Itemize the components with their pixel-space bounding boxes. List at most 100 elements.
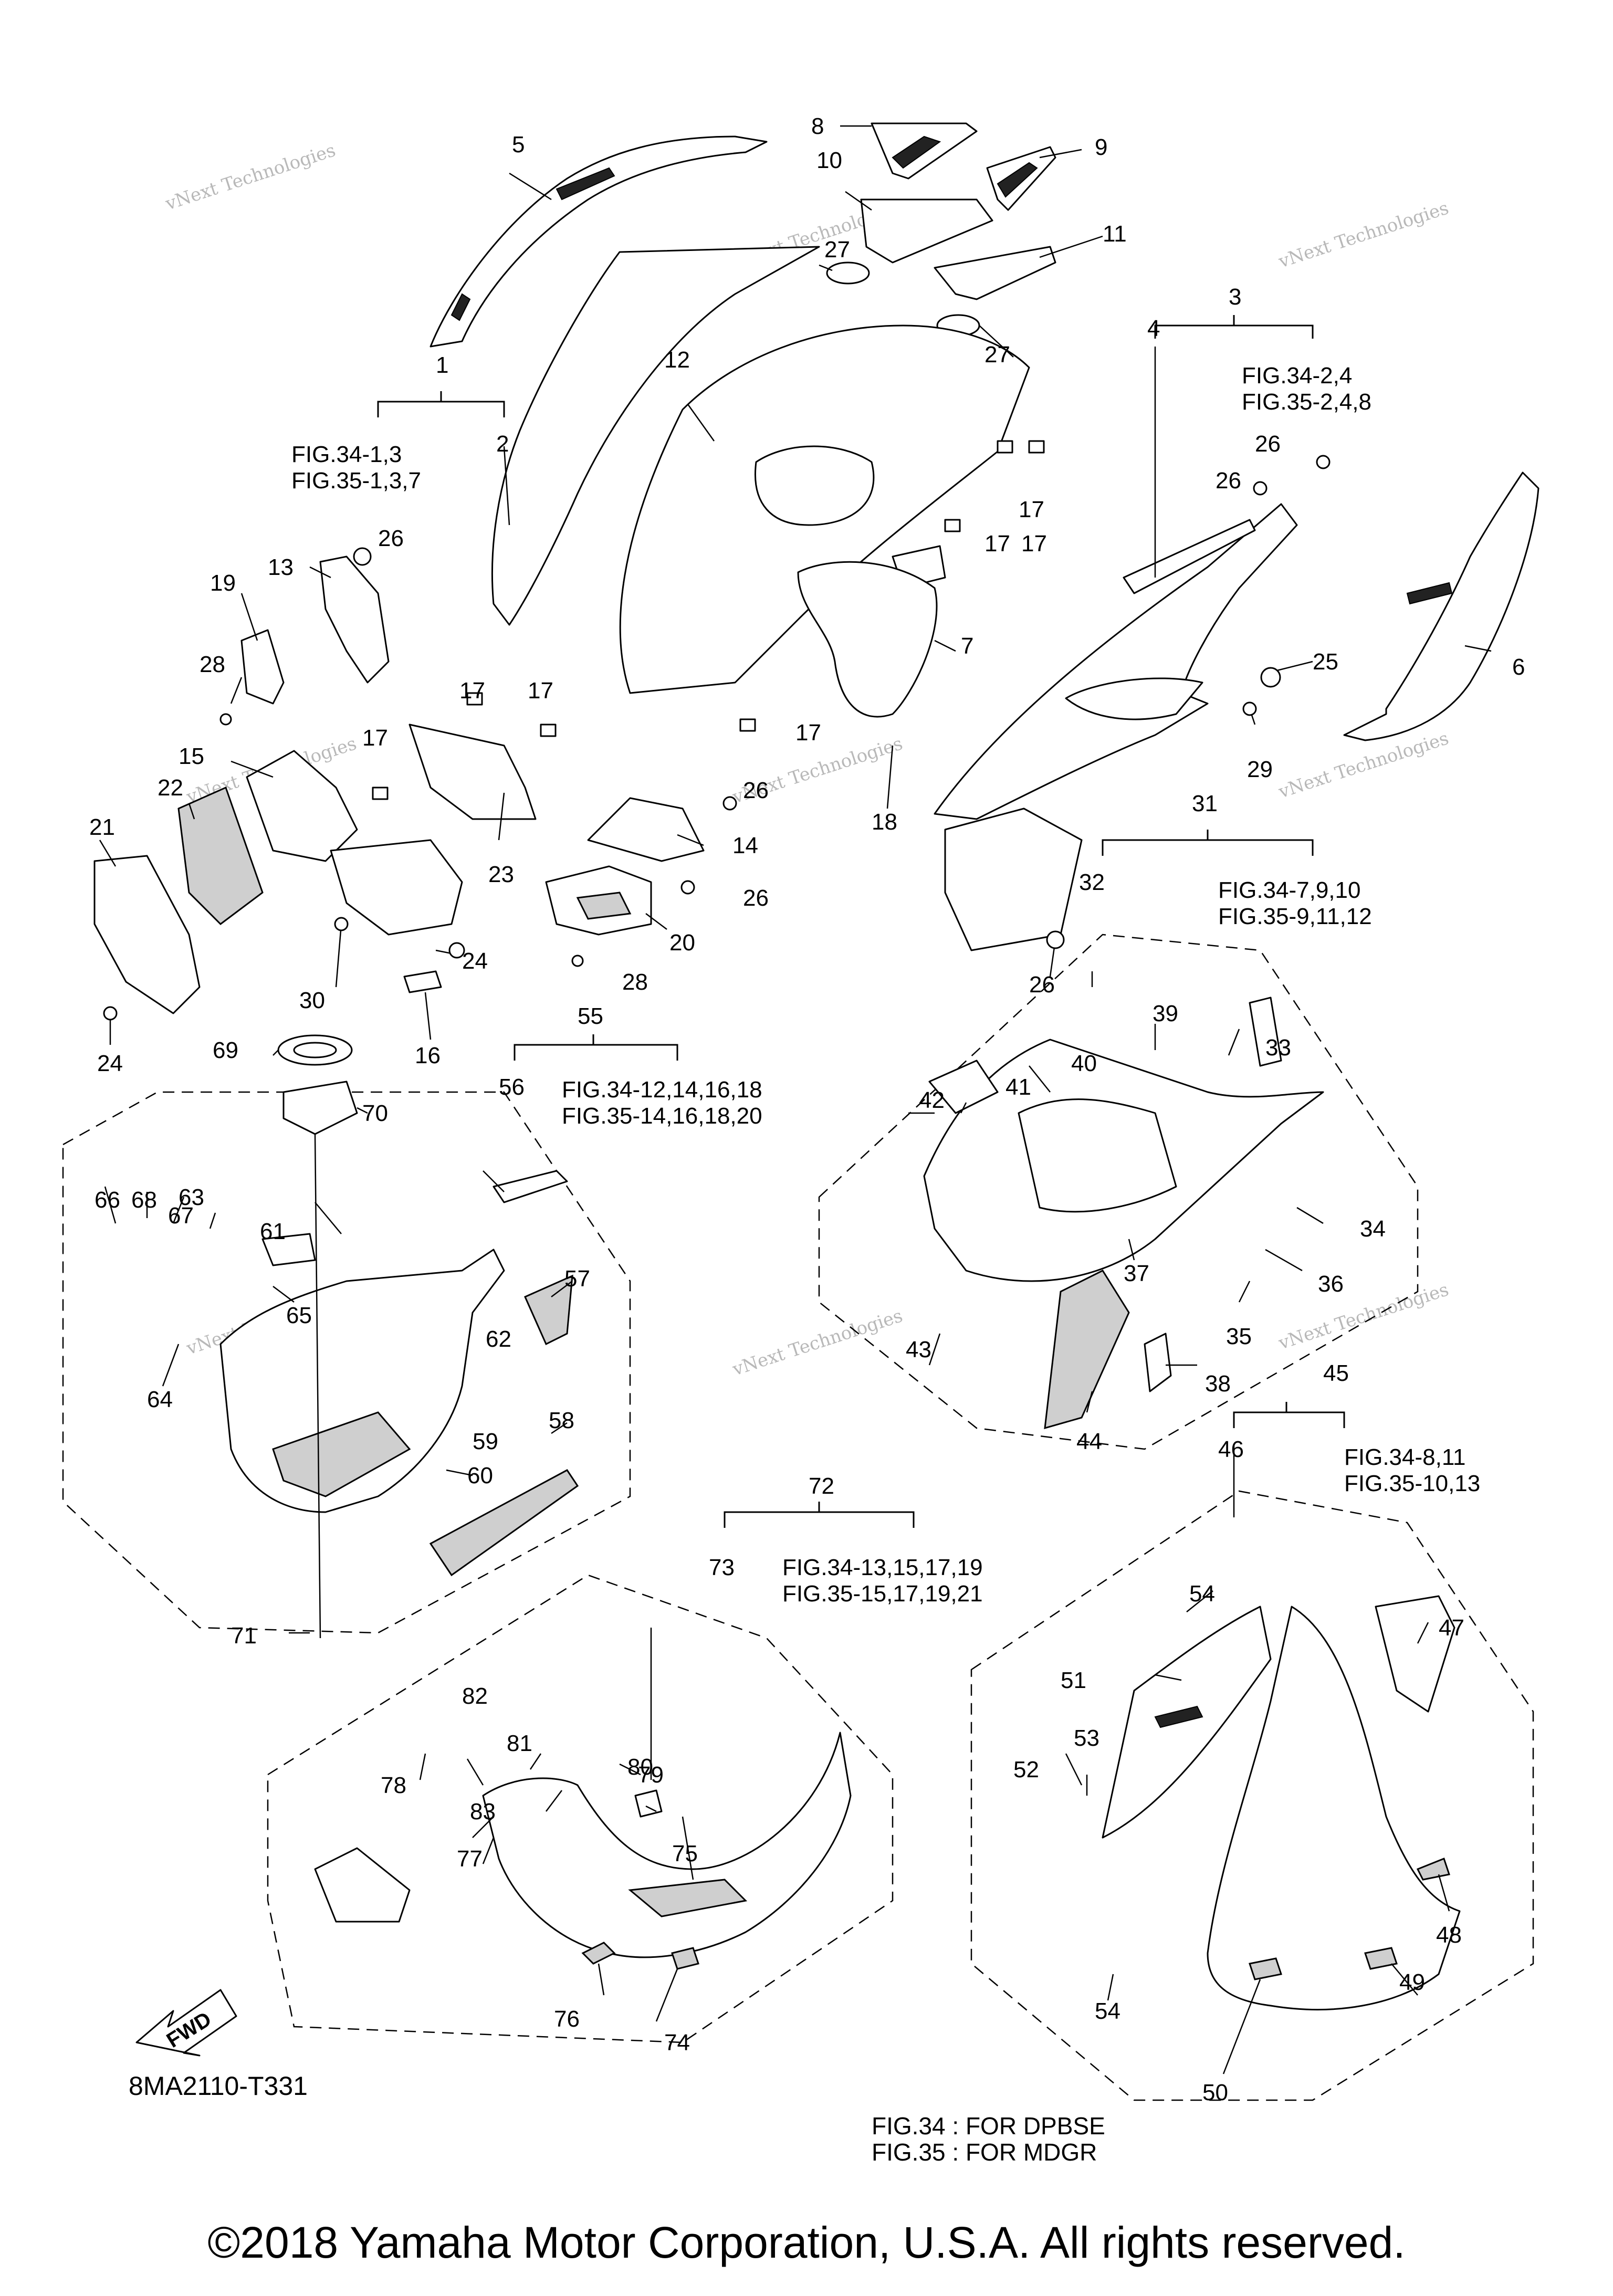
callout-label: 21 (89, 814, 115, 840)
callout-label: 33 (1265, 1035, 1291, 1061)
callout-label: 25 (1313, 649, 1338, 675)
fwd-arrow: FWD (135, 1989, 237, 2057)
callout-label: 14 (732, 833, 758, 858)
callout-label: 11 (1103, 221, 1127, 247)
group-32-box (818, 934, 1419, 1450)
callout-label: 12 (664, 347, 690, 373)
callout-label: 28 (622, 969, 648, 995)
callout-label: 17 (984, 531, 1010, 557)
callout-label: 30 (299, 988, 325, 1013)
callout-label: 17 (362, 725, 388, 751)
callout-label: 55 (578, 1003, 603, 1029)
callout-label: 17 (528, 678, 553, 704)
callout-label: 68 (131, 1187, 157, 1213)
watermark: vNext Technologies (1275, 1279, 1451, 1354)
callout-label: 23 (488, 862, 514, 887)
callout-label: 47 (1439, 1615, 1464, 1641)
callout-label: 63 (179, 1184, 204, 1210)
callout-label: 26 (1029, 972, 1055, 998)
callout-label: 54 (1189, 1581, 1215, 1607)
callout-label: 59 (473, 1429, 498, 1454)
callout-label: 46 (1218, 1437, 1244, 1462)
leader-lines (99, 125, 1492, 2074)
callout-label: 66 (95, 1187, 120, 1213)
callout-label: 26 (378, 526, 404, 551)
callout-label: 77 (457, 1846, 483, 1872)
callout-label: 51 (1061, 1668, 1086, 1693)
diagram-code: 8MA2110-T331 (129, 2071, 308, 2101)
fig-ref-55a: FIG.34-12,14,16,18 (562, 1077, 762, 1103)
callout-label: 49 (1399, 1969, 1425, 1995)
callout-label: 31 (1192, 791, 1218, 816)
callout-label: 29 (1247, 757, 1273, 782)
fig-ref-45b: FIG.35-10,13 (1344, 1471, 1480, 1496)
callout-label: 35 (1226, 1324, 1252, 1349)
callout-label: 8 (811, 113, 824, 139)
callout-label: 22 (158, 775, 183, 801)
group-73-box (267, 1574, 894, 2043)
callout-label: 71 (231, 1623, 257, 1649)
callout-label: 79 (638, 1762, 664, 1788)
callout-labels: 1 2 3 4 5 6 7 8 9 10 11 12 13 14 15 16 1… (89, 113, 1525, 2105)
callout-label: 39 (1153, 1001, 1178, 1026)
fig-ref-1a: FIG.34-1,3 (291, 442, 402, 467)
callout-label: 28 (200, 652, 225, 677)
callout-label: 58 (549, 1408, 574, 1433)
callout-label: 1 (436, 352, 448, 378)
callout-label: 48 (1436, 1922, 1462, 1948)
fig-ref-31a: FIG.34-7,9,10 (1218, 877, 1360, 903)
callout-label: 13 (268, 554, 294, 580)
callout-label: 70 (362, 1100, 388, 1126)
callout-label: 45 (1323, 1360, 1349, 1386)
fig-ref-3a: FIG.34-2,4 (1242, 363, 1352, 389)
callout-label: 56 (499, 1074, 525, 1100)
callout-label: 62 (486, 1326, 511, 1352)
group-56-box (62, 1034, 631, 1634)
callout-label: 65 (286, 1303, 312, 1328)
callout-label: 42 (919, 1087, 945, 1113)
fig-references: FIG.34-1,3 FIG.35-1,3,7 FIG.34-2,4 FIG.3… (291, 363, 1480, 1607)
callout-label: 26 (1216, 468, 1241, 494)
callout-label: 69 (213, 1037, 238, 1063)
callout-label: 17 (1019, 497, 1044, 522)
fig-ref-45a: FIG.34-8,11 (1344, 1444, 1466, 1470)
callout-label: 53 (1074, 1725, 1099, 1751)
callout-label: 50 (1202, 2080, 1228, 2105)
part-shapes-top (93, 122, 1539, 1014)
callout-label: 83 (470, 1799, 496, 1825)
callout-label: 57 (564, 1266, 590, 1292)
group-46-box (970, 1490, 1534, 2101)
callout-label: 73 (709, 1555, 735, 1580)
watermark: vNext Technologies (162, 140, 338, 215)
group-brackets (377, 315, 1345, 1528)
callout-label: 27 (984, 342, 1010, 368)
callout-label: 9 (1095, 134, 1107, 160)
legend-fig35: FIG.35 : FOR MDGR (872, 2138, 1097, 2166)
watermark: vNext Technologies (1275, 197, 1451, 272)
callout-label: 75 (672, 1841, 698, 1867)
fig-ref-3b: FIG.35-2,4,8 (1242, 389, 1371, 415)
fig-ref-55b: FIG.35-14,16,18,20 (562, 1103, 762, 1129)
callout-label: 2 (496, 431, 509, 457)
callout-label: 10 (816, 148, 842, 173)
legend-fig34: FIG.34 : FOR DPBSE (872, 2112, 1105, 2140)
callout-label: 26 (1255, 431, 1281, 457)
watermark: vNext Technologies (729, 1305, 905, 1380)
callout-label: 82 (462, 1683, 488, 1709)
callout-label: 78 (381, 1773, 406, 1798)
callout-label: 20 (669, 930, 695, 956)
callout-label: 26 (743, 885, 769, 911)
callout-label: 16 (415, 1043, 441, 1068)
fig-ref-31b: FIG.35-9,11,12 (1218, 904, 1372, 929)
callout-label: 37 (1124, 1261, 1149, 1286)
callout-label: 36 (1318, 1271, 1344, 1297)
callout-label: 17 (795, 720, 821, 746)
callout-label: 4 (1147, 316, 1160, 341)
callout-label: 38 (1205, 1371, 1231, 1397)
callout-label: 61 (260, 1219, 286, 1244)
callout-label: 24 (97, 1051, 123, 1076)
callout-label: 7 (961, 633, 973, 659)
fig-ref-72a: FIG.34-13,15,17,19 (782, 1555, 983, 1580)
callout-label: 15 (179, 743, 204, 769)
